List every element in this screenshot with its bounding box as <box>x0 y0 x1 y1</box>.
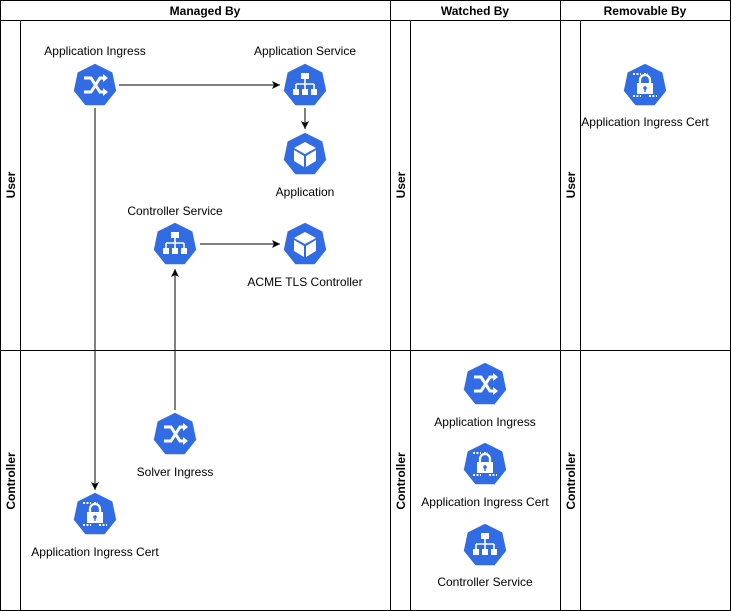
node-label-removable-application-ingress-cert: Application Ingress Cert <box>581 115 709 129</box>
node-label-watched-application-ingress: Application Ingress <box>434 415 535 429</box>
ingress-icon <box>463 362 507 405</box>
node-label-watched-controller-service: Controller Service <box>437 575 533 589</box>
node-label-application: Application <box>276 185 335 199</box>
row-label-controller-managed: Controller <box>4 452 18 510</box>
connectors <box>91 81 309 490</box>
header-removable-by: Removable By <box>604 4 687 18</box>
node-label-application-ingress: Application Ingress <box>44 44 145 58</box>
row-label-user-removable: User <box>564 171 578 198</box>
cert-icon <box>463 442 507 485</box>
ingress-icon <box>73 63 117 106</box>
row-label-user-watched: User <box>394 171 408 198</box>
row-label-controller-removable: Controller <box>564 452 578 510</box>
cert-icon <box>623 63 667 106</box>
pod-icon <box>283 222 327 265</box>
node-label-controller-service: Controller Service <box>127 204 223 218</box>
service-icon <box>463 523 507 566</box>
node-label-application-ingress-cert: Application Ingress Cert <box>31 545 159 559</box>
node-label-acme-tls-controller: ACME TLS Controller <box>247 275 362 289</box>
service-icon <box>283 63 327 106</box>
node-label-solver-ingress: Solver Ingress <box>137 465 214 479</box>
header-watched-by: Watched By <box>441 4 510 18</box>
row-label-user-managed: User <box>4 171 18 198</box>
service-icon <box>153 222 197 265</box>
node-label-application-service: Application Service <box>254 44 356 58</box>
row-label-controller-watched: Controller <box>394 452 408 510</box>
header-managed-by: Managed By <box>170 4 241 18</box>
cert-icon <box>73 492 117 535</box>
pod-icon <box>283 132 327 175</box>
ingress-icon <box>153 412 197 455</box>
node-label-watched-application-ingress-cert: Application Ingress Cert <box>421 495 549 509</box>
